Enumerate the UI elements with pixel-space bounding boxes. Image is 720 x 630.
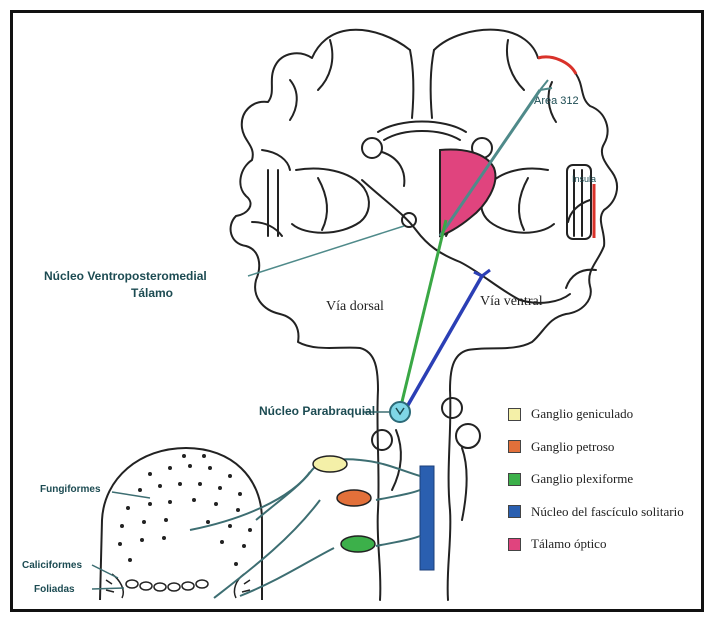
caliciform-pointer: [92, 565, 118, 578]
legend-label: Tálamo óptico: [531, 536, 606, 552]
petrosal-ganglion: [337, 490, 371, 506]
legend-swatch: [508, 473, 521, 486]
legend-label: Ganglio petroso: [531, 439, 614, 455]
area-312-label: Area 312: [534, 95, 579, 107]
vpm-label-line2: Tálamo: [131, 286, 173, 300]
legend-label: Ganglio plexiforme: [531, 471, 633, 487]
fungiform-label: Fungiformes: [40, 484, 101, 495]
vpm-label-line1: Núcleo Ventroposteromedial: [44, 269, 207, 283]
legend-label: Ganglio geniculado: [531, 406, 633, 422]
legend: Ganglio geniculado Ganglio petroso Gangl…: [508, 406, 718, 569]
legend-item-geniculate: Ganglio geniculado: [508, 406, 718, 422]
area-312-cortex: [538, 57, 576, 74]
legend-swatch: [508, 538, 521, 551]
ventral-path-label: Vía ventral: [480, 294, 543, 309]
midline-fissure: [410, 50, 434, 118]
insula-label: Insula: [572, 174, 596, 184]
parabrachial-label: Núcleo Parabraquial: [259, 404, 375, 418]
legend-item-plexiform: Ganglio plexiforme: [508, 471, 718, 487]
tongue-outline: [100, 448, 262, 600]
parabrachial-nucleus: [390, 402, 410, 422]
legend-item-petrosal: Ganglio petroso: [508, 439, 718, 455]
left-basal-ganglia: [292, 169, 369, 233]
fungiform-papillae: [118, 454, 252, 566]
left-hemisphere-outline: [231, 30, 410, 390]
legend-item-thalamus: Tálamo óptico: [508, 536, 718, 552]
brainstem-left: [377, 390, 380, 600]
legend-label: Núcleo del fascículo solitario: [531, 504, 684, 520]
geniculate-ganglion: [313, 456, 347, 472]
legend-swatch: [508, 440, 521, 453]
fungiform-pointer: [112, 492, 150, 498]
caliciform-label: Caliciformes: [22, 560, 82, 571]
legend-item-solitary-nucleus: Núcleo del fascículo solitario: [508, 504, 718, 520]
foliate-pointer: [92, 588, 124, 589]
legend-swatch: [508, 408, 521, 421]
solitary-nucleus: [420, 466, 434, 570]
foliate-label: Foliadas: [34, 584, 75, 595]
dorsal-path-label: Vía dorsal: [326, 299, 384, 314]
brainstem-right: [448, 390, 451, 600]
plexiform-ganglion: [341, 536, 375, 552]
legend-swatch: [508, 505, 521, 518]
